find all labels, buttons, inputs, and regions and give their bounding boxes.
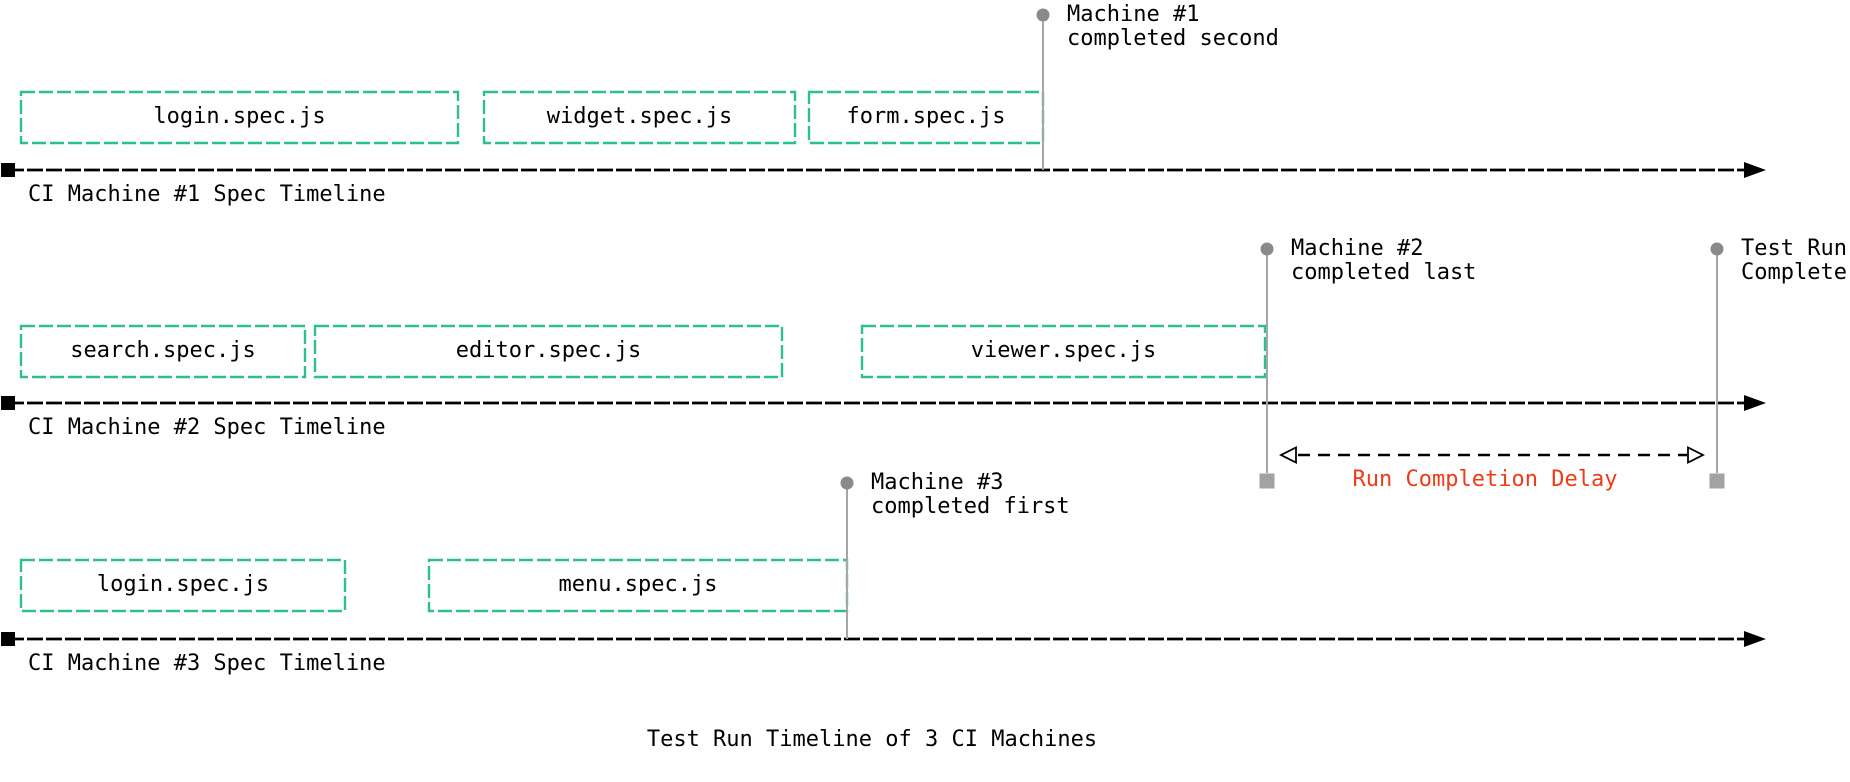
- spec-box-search: [19, 324, 307, 379]
- spec-box-login-1: [19, 90, 460, 145]
- annotation-line2: completed first: [871, 494, 1070, 519]
- axis-label-machine3: CI Machine #3 Spec Timeline: [28, 651, 386, 676]
- spec-box-widget: [482, 90, 797, 145]
- marker-machine3-completed: [840, 476, 854, 639]
- spec-box-viewer: [860, 324, 1267, 379]
- timeline-axis-machine1: [1, 162, 1766, 178]
- annotation-line1: Machine #1: [1067, 2, 1200, 27]
- delay-right-arrow-icon: [1687, 446, 1706, 464]
- timeline-axis-machine2: [1, 395, 1766, 411]
- axis-arrow-icon: [1744, 395, 1766, 411]
- annotation-line1: Test Run: [1741, 236, 1847, 261]
- run-completion-delay-label: Run Completion Delay: [1352, 467, 1618, 492]
- marker-dot-icon: [1036, 8, 1050, 22]
- delay-left-arrow-icon: [1278, 446, 1297, 464]
- annotation-line2: Complete: [1741, 260, 1847, 285]
- axis-arrow-icon: [1744, 162, 1766, 178]
- axis-arrow-icon: [1744, 631, 1766, 647]
- figure-title: Test Run Timeline of 3 CI Machines: [646, 727, 1098, 752]
- marker-dot-icon: [1260, 242, 1274, 256]
- delay-double-arrow: [1278, 446, 1706, 464]
- spec-label-search: search.spec.js: [70, 338, 256, 363]
- annotation-line2: completed last: [1291, 260, 1477, 285]
- marker-machine1-completed: [1036, 8, 1050, 170]
- axis-label-machine1: CI Machine #1 Spec Timeline: [28, 182, 386, 207]
- marker-dot-icon: [840, 476, 854, 490]
- spec-label-viewer: viewer.spec.js: [970, 338, 1157, 363]
- spec-box-editor: [313, 324, 784, 379]
- delay-endpoint-square-icon: [1709, 473, 1725, 489]
- axis-label-machine2: CI Machine #2 Spec Timeline: [28, 415, 386, 440]
- annotation-line2: completed second: [1067, 26, 1279, 51]
- spec-label-editor: editor.spec.js: [455, 338, 642, 363]
- spec-label-menu: menu.spec.js: [558, 572, 718, 597]
- spec-label-form: form.spec.js: [846, 104, 1006, 129]
- timeline-axis-machine3: [1, 631, 1766, 647]
- spec-label-login-1: login.spec.js: [153, 104, 326, 129]
- spec-box-menu: [427, 558, 849, 613]
- spec-box-login-3: [19, 558, 347, 613]
- delay-endpoint-square-icon: [1259, 473, 1275, 489]
- marker-machine2-completed: [1259, 242, 1275, 489]
- spec-label-login-3: login.spec.js: [96, 572, 270, 597]
- spec-label-widget: widget.spec.js: [546, 104, 733, 129]
- spec-box-form: [807, 90, 1045, 145]
- annotation-line1: Machine #3: [871, 470, 1004, 495]
- marker-dot-icon: [1710, 242, 1724, 256]
- annotation-line1: Machine #2: [1291, 236, 1424, 261]
- marker-test-run-complete: [1709, 242, 1725, 489]
